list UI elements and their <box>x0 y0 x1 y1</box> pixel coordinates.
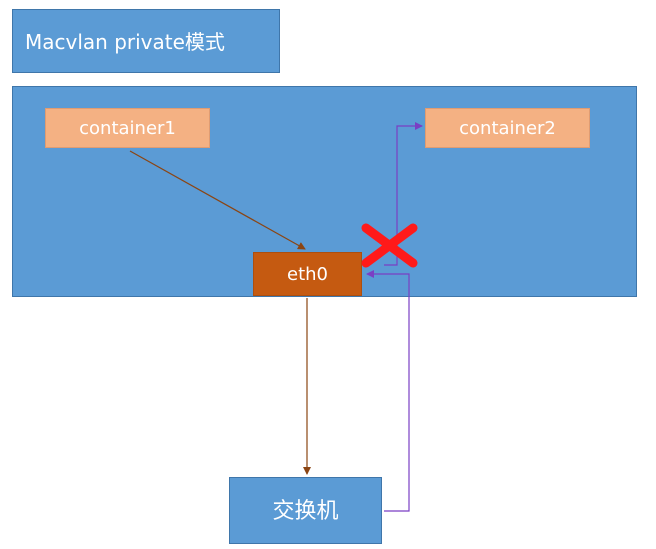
switch-to-eth0-return-arrow <box>366 270 410 512</box>
mode-title: Macvlan private模式 <box>12 9 280 73</box>
container1-box: container1 <box>45 108 210 148</box>
container2-label: container2 <box>459 118 556 139</box>
eth0-box: eth0 <box>253 252 362 296</box>
switch-label: 交换机 <box>272 499 339 524</box>
eth0-label: eth0 <box>287 264 328 285</box>
container2-box: container2 <box>425 108 590 148</box>
switch-box: 交换机 <box>229 477 382 544</box>
container1-label: container1 <box>79 118 176 139</box>
